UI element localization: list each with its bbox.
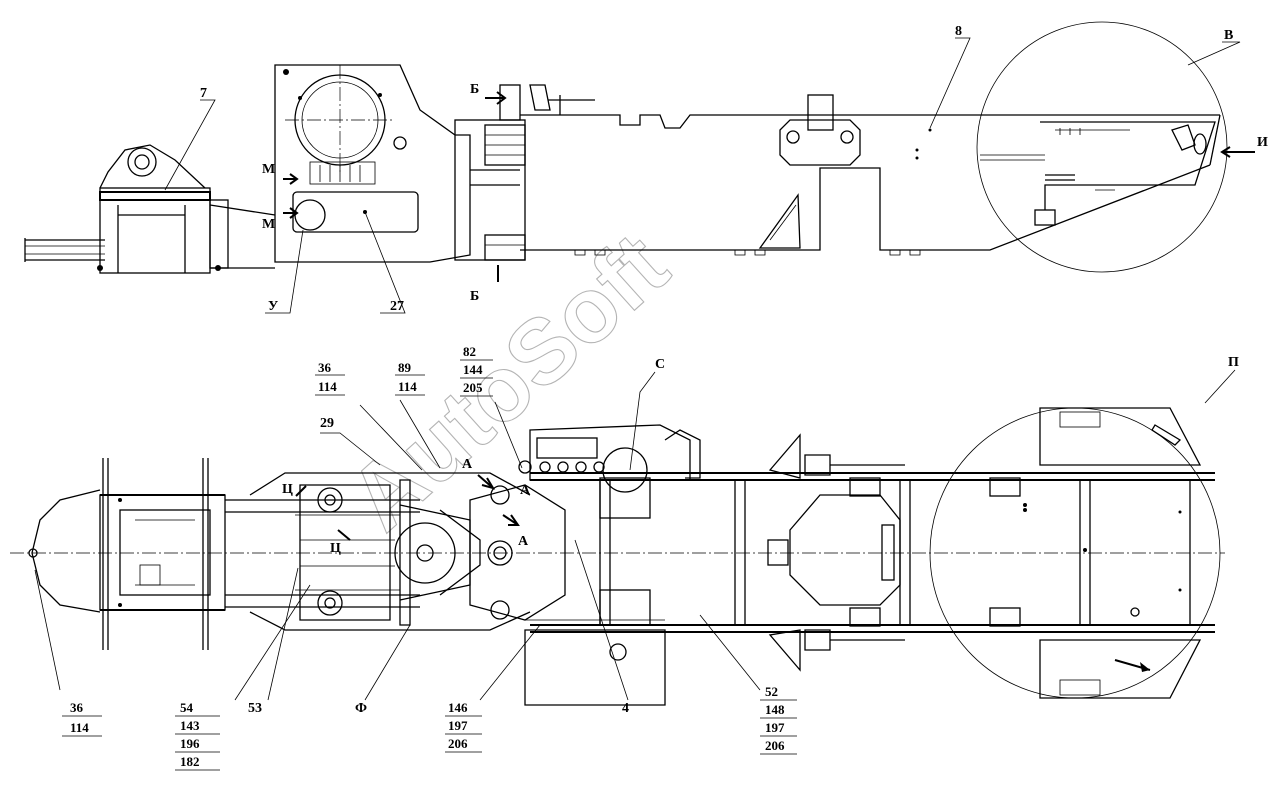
callout-4: 4 [622,701,629,716]
svg-text:114: 114 [398,379,417,394]
callout-89-114: 89 114 [395,360,425,396]
callout-29: 29 [320,416,334,431]
svg-text:143: 143 [180,718,200,733]
svg-text:205: 205 [463,380,483,395]
side-view [24,21,1228,274]
svg-text:182: 182 [180,754,200,769]
svg-text:114: 114 [318,379,337,394]
plan-view [10,407,1225,706]
callout-7: 7 [200,86,207,101]
callout-v: В [1224,28,1233,43]
svg-text:144: 144 [463,362,483,377]
callout-146-197-206: 146 197 206 [445,700,482,753]
callout-36-114-upper: 36 114 [315,360,345,396]
section-mark-i: И [1257,135,1268,150]
callout-f: Ф [355,701,367,716]
callout-52-148-197-206: 52 148 197 206 [760,684,797,755]
svg-text:206: 206 [765,738,785,753]
svg-text:89: 89 [398,360,412,375]
svg-text:82: 82 [463,344,476,359]
svg-text:206: 206 [448,736,468,751]
svg-text:196: 196 [180,736,200,751]
callout-8: 8 [955,24,962,39]
callout-53: 53 [248,701,262,716]
callout-s: С [655,357,665,372]
section-marks-side [283,91,1255,282]
section-mark-b-bottom: Б [470,289,479,304]
section-marks-plan [295,474,520,541]
svg-text:146: 146 [448,700,468,715]
svg-text:36: 36 [318,360,332,375]
section-mark-a-1: А [462,457,473,472]
section-mark-m-2: М [262,217,275,232]
section-mark-ts-2: Ц [330,541,341,556]
svg-text:36: 36 [70,700,84,715]
callout-u: У [268,299,278,314]
section-mark-m-1: М [262,162,275,177]
svg-text:52: 52 [765,684,778,699]
svg-text:197: 197 [765,720,785,735]
callout-54-143-196-182: 54 143 196 182 [175,700,220,771]
callout-36-114-lower: 36 114 [62,700,102,737]
svg-text:114: 114 [70,720,89,735]
section-mark-a-2: А [520,483,531,498]
callouts-side [164,37,1241,314]
callouts-plan-leaders [34,369,1236,701]
section-mark-ts-1: Ц [282,482,293,497]
callout-27: 27 [390,299,404,314]
svg-text:148: 148 [765,702,785,717]
callout-p: П [1228,355,1239,370]
svg-text:54: 54 [180,700,194,715]
callout-82-144-205: 82 144 205 [460,344,493,397]
section-mark-a-3: А [518,534,529,549]
svg-text:197: 197 [448,718,468,733]
section-mark-b-top: Б [470,82,479,97]
